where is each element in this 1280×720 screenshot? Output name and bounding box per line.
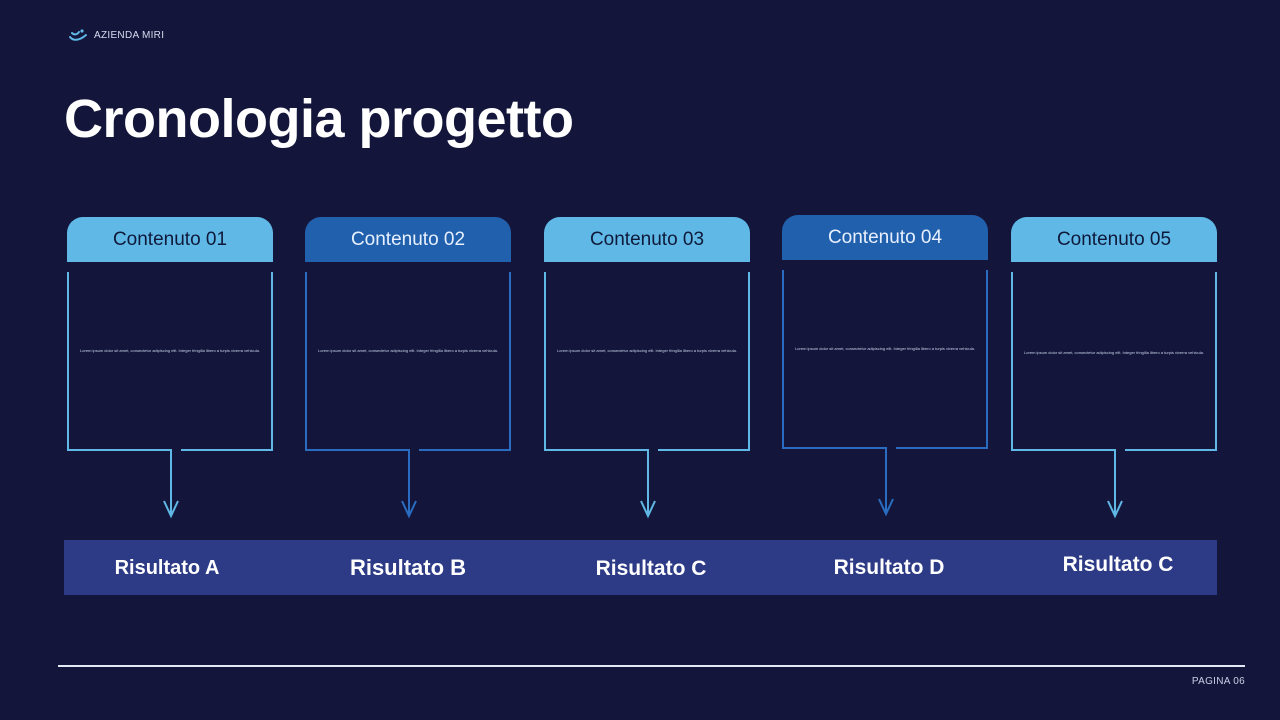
content-body-01: Lorem ipsum dolor sit amet, consectetur …	[80, 348, 260, 353]
result-label-c: Risultato C	[595, 557, 707, 580]
page-number: PAGINA 06	[1191, 676, 1245, 687]
content-body-02: Lorem ipsum dolor sit amet, consectetur …	[318, 348, 498, 353]
wave-logo-icon	[69, 29, 87, 41]
content-tab-04: Contenuto 04	[782, 215, 988, 260]
content-body-04: Lorem ipsum dolor sit amet, consectetur …	[795, 346, 975, 351]
content-body-03: Lorem ipsum dolor sit amet, consectetur …	[557, 348, 737, 353]
result-label-a: Risultato A	[114, 557, 220, 579]
results-bar	[64, 540, 1217, 595]
content-body-05: Lorem ipsum dolor sit amet, consectetur …	[1024, 350, 1204, 355]
content-tab-03: Contenuto 03	[544, 217, 750, 262]
footer-divider	[58, 665, 1245, 667]
bracket-arrow-04	[782, 270, 988, 517]
bracket-arrow-05	[1011, 272, 1217, 519]
brand-name: AZIENDA MIRI	[94, 29, 165, 41]
content-frame-04: Lorem ipsum dolor sit amet, consectetur …	[782, 270, 988, 517]
page-title: Cronologia progetto	[64, 89, 574, 149]
content-frame-03: Lorem ipsum dolor sit amet, consectetur …	[544, 272, 750, 519]
content-tab-01: Contenuto 01	[67, 217, 273, 262]
bracket-arrow-03	[544, 272, 750, 519]
bracket-arrow-01	[67, 272, 273, 519]
result-label-d: Risultato D	[833, 556, 945, 579]
content-tab-05: Contenuto 05	[1011, 217, 1217, 262]
result-label-c2: Risultato C	[1062, 553, 1174, 576]
content-tab-02: Contenuto 02	[305, 217, 511, 262]
brand: AZIENDA MIRI	[68, 28, 164, 42]
content-frame-01: Lorem ipsum dolor sit amet, consectetur …	[67, 272, 273, 519]
content-frame-05: Lorem ipsum dolor sit amet, consectetur …	[1011, 272, 1217, 519]
result-label-b: Risultato B	[349, 555, 467, 580]
content-frame-02: Lorem ipsum dolor sit amet, consectetur …	[305, 272, 511, 519]
bracket-arrow-02	[305, 272, 511, 519]
